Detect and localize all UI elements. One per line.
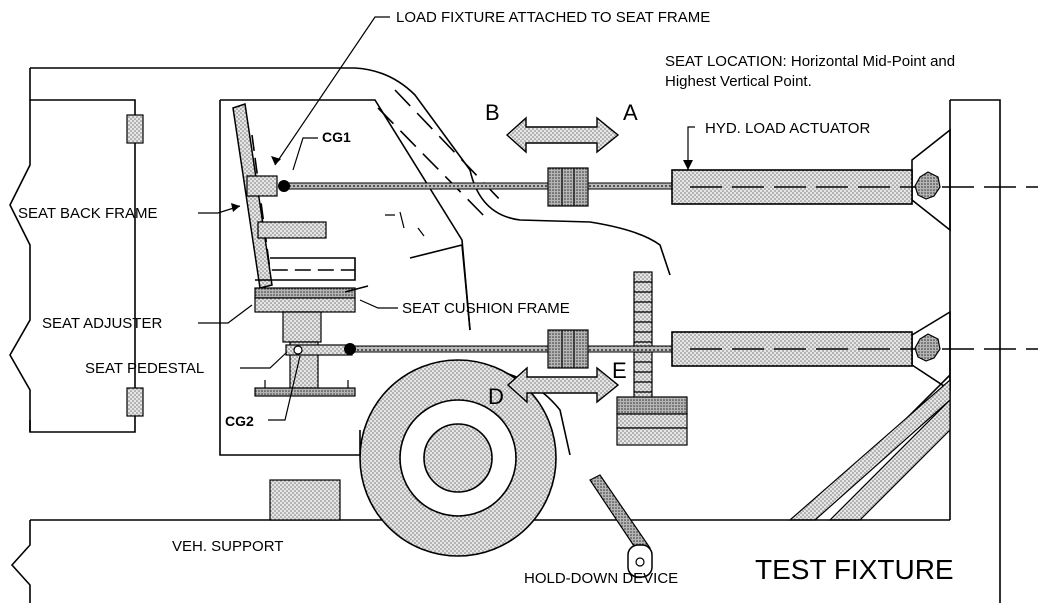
left-fixture-wall — [9, 68, 144, 433]
left-wall-bolt-top — [126, 114, 144, 144]
left-wall-bolt-bottom — [126, 387, 144, 417]
label-direction-d: D — [488, 384, 504, 409]
label-direction-b: B — [485, 100, 500, 125]
cg1-attach-point — [278, 180, 290, 192]
label-direction-e: E — [612, 358, 627, 383]
label-seat-pedestal: SEAT PEDESTAL — [85, 360, 204, 377]
leader-lines — [198, 16, 695, 421]
vehicle-body — [30, 67, 671, 456]
seat-pedestal-upper — [282, 311, 322, 343]
seat-assembly — [232, 103, 369, 397]
cg2-attach-point — [344, 343, 356, 355]
upper-load-cell — [547, 167, 589, 207]
label-veh-support: VEH. SUPPORT — [172, 538, 283, 555]
label-seat-adjuster: SEAT ADJUSTER — [42, 315, 162, 332]
label-hold-down-device: HOLD-DOWN DEVICE — [524, 570, 678, 587]
bottom-fixture — [10, 479, 950, 603]
label-direction-a: A — [623, 100, 638, 125]
lower-load-cell — [547, 329, 589, 369]
upper-load-line — [278, 167, 1038, 207]
seat-adjuster — [254, 297, 356, 313]
label-test-fixture: TEST FIXTURE — [755, 554, 954, 585]
label-cg2: CG2 — [225, 413, 254, 429]
lower-load-line — [293, 329, 1038, 369]
label-seat-back-frame: SEAT BACK FRAME — [18, 205, 157, 222]
label-cg1: CG1 — [322, 129, 351, 145]
rack-assembly — [616, 271, 688, 446]
label-load-fixture: LOAD FIXTURE ATTACHED TO SEAT FRAME — [396, 9, 710, 26]
load-fixture-block — [246, 175, 278, 197]
label-hyd-actuator: HYD. LOAD ACTUATOR — [705, 120, 870, 137]
seat-adjuster-top — [254, 287, 356, 299]
seat-cushion-block — [257, 221, 327, 239]
vehicle-support-block — [269, 479, 341, 521]
seat-base — [254, 387, 356, 397]
direction-arrow-de — [506, 366, 620, 404]
right-fixture-column — [788, 99, 1001, 603]
label-seat-cushion-frame: SEAT CUSHION FRAME — [402, 300, 570, 317]
wheel — [359, 359, 571, 557]
hold-down-device — [589, 474, 653, 578]
label-seat-location-line1: SEAT LOCATION: Horizontal Mid-Point and — [665, 53, 955, 70]
label-seat-location-line2: Highest Vertical Point. — [665, 73, 812, 90]
direction-arrow-ab — [505, 116, 620, 154]
